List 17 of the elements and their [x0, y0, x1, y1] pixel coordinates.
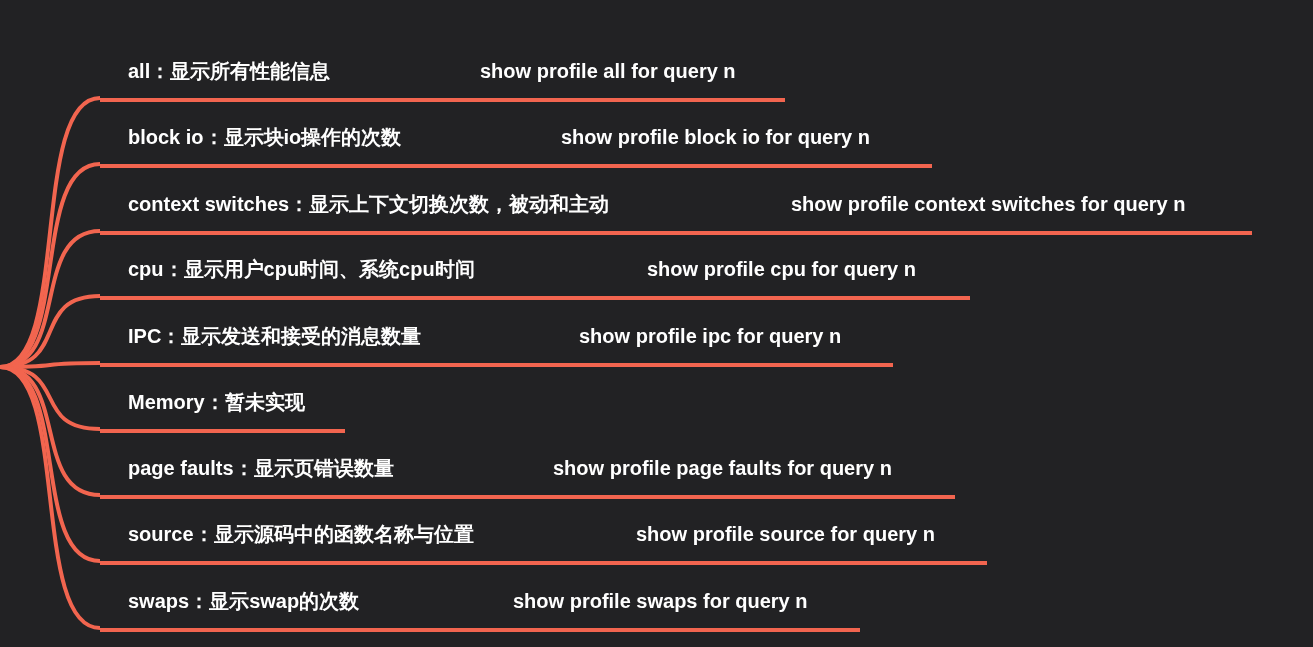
- command-text: show profile all for query n: [480, 59, 736, 84]
- command-text: show profile context switches for query n: [791, 192, 1186, 217]
- branch-label: all：显示所有性能信息: [128, 59, 331, 84]
- branch-label: context switches：显示上下文切换次数，被动和主动: [128, 192, 610, 217]
- command-text: show profile source for query n: [636, 522, 935, 547]
- command-text: show profile cpu for query n: [647, 257, 916, 282]
- branch-label: page faults：显示页错误数量: [128, 456, 394, 481]
- branch-label: swaps：显示swap的次数: [128, 589, 360, 614]
- branch-label: source：显示源码中的函数名称与位置: [128, 522, 474, 547]
- command-text: show profile swaps for query n: [513, 589, 808, 614]
- branch-label: Memory：暂未实现: [128, 390, 305, 415]
- command-text: show profile ipc for query n: [579, 324, 842, 349]
- branch-label: block io：显示块io操作的次数: [128, 125, 402, 150]
- command-text: show profile page faults for query n: [553, 456, 892, 481]
- branch-label: IPC：显示发送和接受的消息数量: [128, 324, 422, 349]
- branch-label: cpu：显示用户cpu时间、系统cpu时间: [128, 257, 475, 282]
- command-text: show profile block io for query n: [561, 125, 870, 150]
